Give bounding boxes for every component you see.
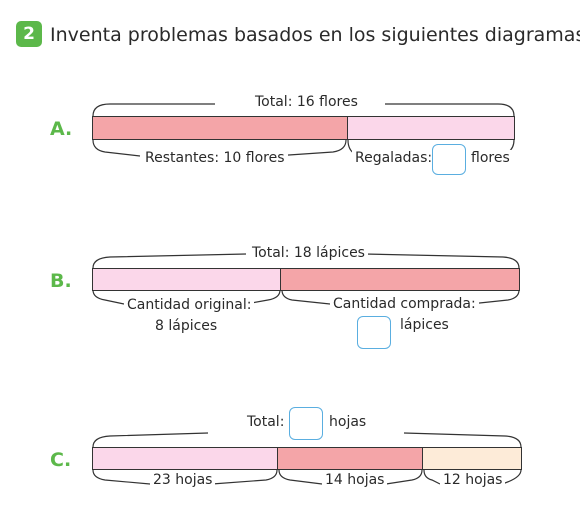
diagram-c-answer-box[interactable]: [289, 407, 323, 440]
diagram-a-total-label: Total: 16 flores: [252, 94, 361, 110]
diagram-c-total-label: Total:: [244, 414, 288, 430]
exercise-number-badge: 2: [16, 21, 42, 47]
diagram-c-segment-3-label: 12 hojas: [440, 472, 506, 488]
diagram-b-bought-label: Cantidad comprada:: [330, 296, 479, 312]
diagram-a-segment-remaining: [92, 116, 348, 140]
diagram-a-given-unit: flores: [468, 150, 513, 166]
diagram-b-segment-bought: [280, 268, 520, 291]
diagram-a-remaining-label: Restantes: 10 flores: [142, 150, 288, 166]
diagram-c-segment-3: [422, 447, 522, 470]
diagram-b-total-label: Total: 18 lápices: [249, 245, 368, 261]
diagram-b-bought-unit: lápices: [397, 317, 452, 333]
diagram-b-original-value: 8 lápices: [152, 318, 221, 334]
exercise-instruction: Inventa problemas basados en los siguien…: [50, 24, 580, 46]
diagram-a-given-label: Regaladas:: [352, 150, 436, 166]
diagram-a-answer-box[interactable]: [432, 144, 466, 175]
diagram-b-letter: B.: [50, 270, 72, 292]
diagram-a-letter: A.: [50, 118, 73, 140]
diagram-c-segment-1: [92, 447, 278, 470]
diagram-b-original-label: Cantidad original:: [124, 297, 255, 313]
diagram-c-letter: C.: [50, 449, 72, 471]
diagram-c-segment-1-label: 23 hojas: [150, 472, 216, 488]
diagram-c-total-unit: hojas: [326, 414, 370, 430]
diagram-a-segment-given: [347, 116, 515, 140]
diagram-c-segment-2-label: 14 hojas: [322, 472, 388, 488]
diagram-c-segment-2: [277, 447, 423, 470]
diagram-b-answer-box[interactable]: [357, 316, 391, 349]
